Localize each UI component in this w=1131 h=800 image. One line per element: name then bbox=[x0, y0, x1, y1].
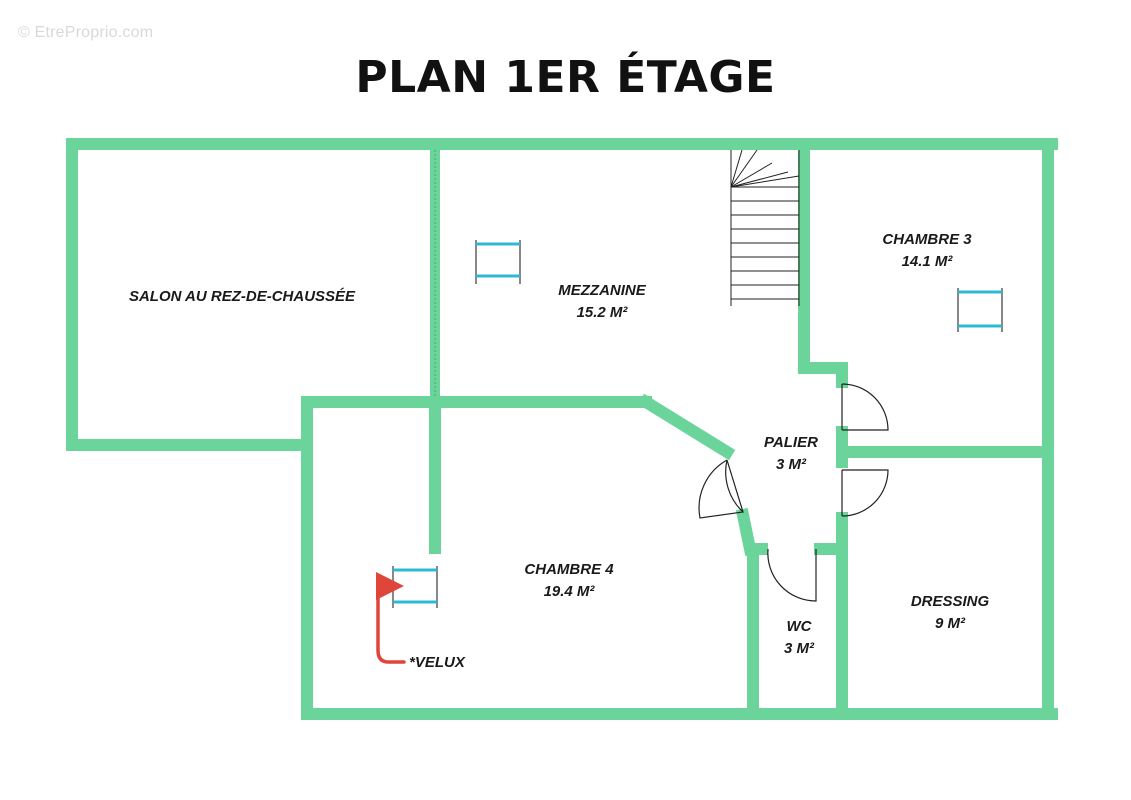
room-palier-area: 3 M² bbox=[776, 456, 807, 473]
room-chambre3-name: CHAMBRE 3 bbox=[882, 231, 972, 248]
velux-window-icon bbox=[392, 240, 1003, 608]
room-wc-area: 3 M² bbox=[784, 640, 815, 657]
door-swing-icon bbox=[698, 383, 889, 602]
room-chambre4-area: 19.4 M² bbox=[544, 583, 596, 600]
watermark: © EtreProprio.com bbox=[18, 24, 154, 41]
walls bbox=[66, 138, 1058, 720]
room-dressing-area: 9 M² bbox=[935, 615, 966, 632]
room-mezzanine-area: 15.2 M² bbox=[577, 304, 629, 321]
wall-diagonal bbox=[637, 393, 736, 461]
partition-salon-mezzanine bbox=[430, 150, 440, 396]
room-chambre3-area: 14.1 M² bbox=[902, 253, 954, 270]
velux-annotation: *VELUX bbox=[409, 654, 466, 671]
room-mezzanine-name: MEZZANINE bbox=[558, 282, 646, 299]
room-salon-name: SALON AU REZ-DE-CHAUSSÉE bbox=[129, 288, 356, 305]
room-chambre4-name: CHAMBRE 4 bbox=[524, 561, 614, 578]
staircase-icon bbox=[730, 149, 800, 306]
room-palier-name: PALIER bbox=[764, 434, 818, 451]
page-title: PLAN 1ER ÉTAGE bbox=[355, 52, 776, 103]
curved-arrow-icon bbox=[375, 572, 406, 664]
room-wc-name: WC bbox=[787, 618, 813, 635]
room-dressing-name: DRESSING bbox=[911, 593, 990, 610]
